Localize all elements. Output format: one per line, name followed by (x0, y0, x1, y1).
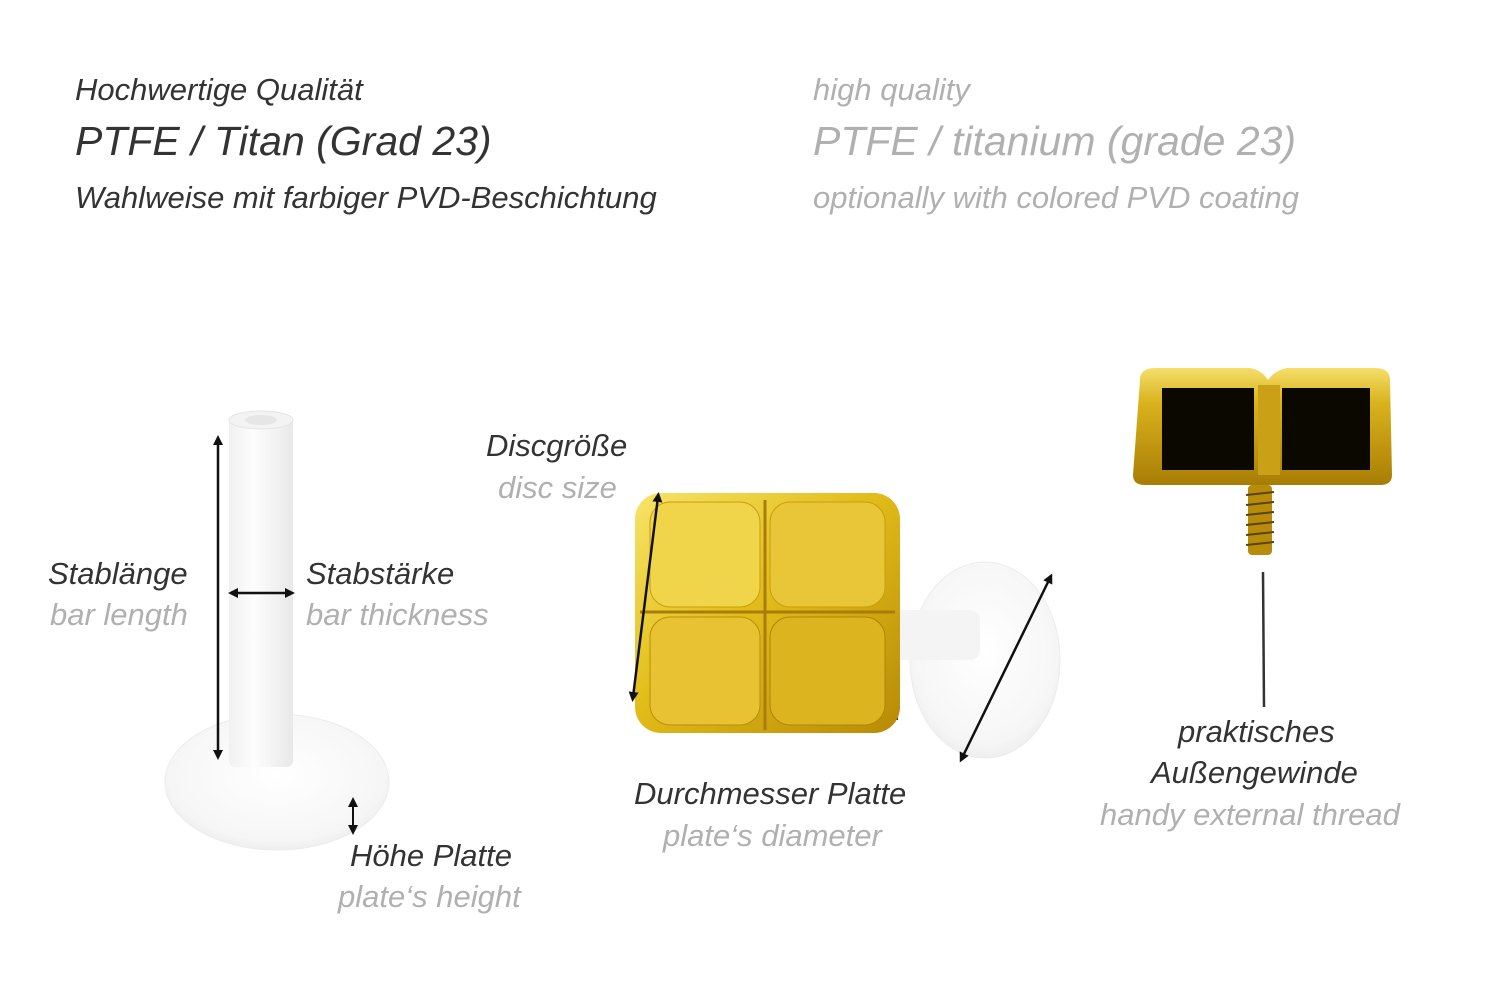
plate-diameter-label-de: Durchmesser Platte (634, 776, 907, 811)
coating-heading-en: optionally with colored PVD coating (813, 180, 1299, 215)
material-heading-en: PTFE / titanium (grade 23) (813, 118, 1297, 164)
external-thread-label-de-2: Außengewinde (1151, 755, 1358, 790)
disc-size-arrow (628, 492, 663, 702)
bar-length-label-de: Stablänge (48, 556, 188, 591)
gold-top-thread-illustration (1133, 368, 1392, 555)
quality-heading-de: Hochwertige Qualität (75, 72, 363, 107)
disc-size-label-de: Discgröße (486, 428, 628, 463)
plate-height-label-de: Höhe Platte (350, 838, 512, 873)
coating-heading-de: Wahlweise mit farbiger PVD-Beschichtung (75, 180, 657, 215)
external-thread-label-en: handy external thread (1100, 797, 1400, 832)
quality-heading-en: high quality (813, 72, 970, 107)
thread-pointer-line (1261, 571, 1266, 708)
external-thread-label-de-1: praktisches (1178, 714, 1335, 749)
bar-thickness-label-en: bar thickness (306, 597, 489, 632)
material-heading-de: PTFE / Titan (Grad 23) (75, 118, 492, 164)
gold-disc-labret-illustration (635, 493, 1061, 759)
plate-diameter-label-en: plate‘s diameter (663, 818, 882, 853)
bar-thickness-label-de: Stabstärke (306, 556, 455, 591)
plate-height-label-en: plate‘s height (338, 879, 521, 914)
plate-diameter-arrow (959, 573, 1053, 763)
disc-size-label-en: disc size (498, 470, 617, 505)
bar-length-label-en: bar length (50, 597, 188, 632)
